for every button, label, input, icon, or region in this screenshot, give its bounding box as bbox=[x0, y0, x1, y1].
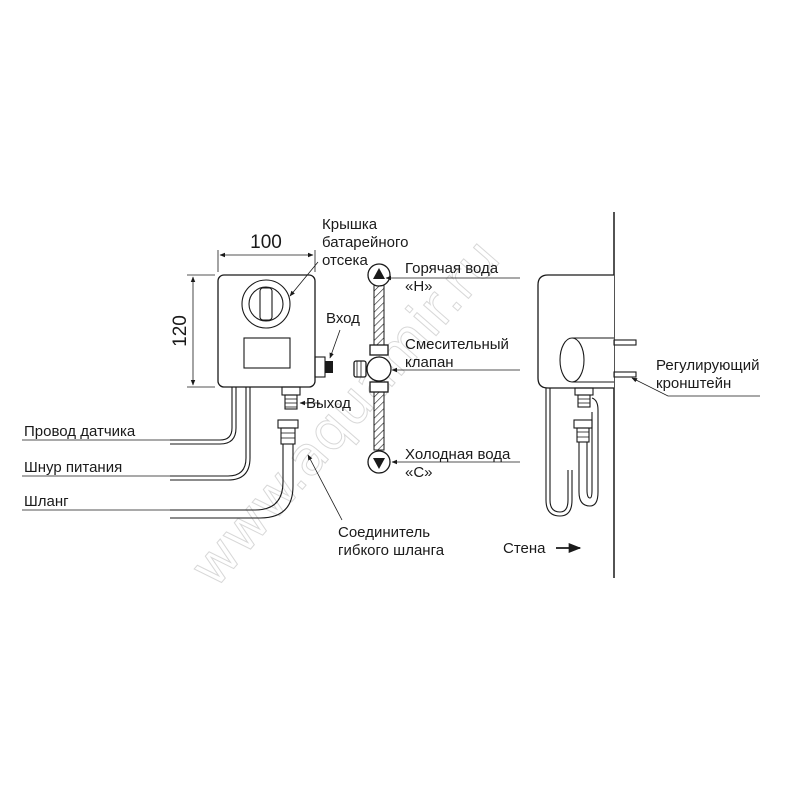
label-power-cord: Шнур питания bbox=[24, 459, 122, 476]
label-outlet: Выход bbox=[306, 395, 351, 412]
dimension-height: 120 bbox=[170, 274, 215, 388]
labels: Крышка батарейного отсека Вход Выход Гор… bbox=[24, 216, 759, 559]
label-hose: Шланг bbox=[24, 493, 69, 510]
label-bracket-2: кронштейн bbox=[656, 375, 731, 392]
flexible-hose bbox=[170, 419, 299, 519]
label-mixing-valve-1: Смесительный bbox=[405, 336, 509, 353]
label-hose-connector-1: Соединитель bbox=[338, 524, 430, 541]
dimension-width-value: 100 bbox=[250, 232, 282, 253]
label-wall: Стена bbox=[503, 540, 546, 557]
leader-lines bbox=[22, 261, 760, 554]
controller-side-view bbox=[537, 212, 637, 578]
label-battery-cover-2: батарейного bbox=[322, 234, 408, 251]
mixing-valve-assembly bbox=[353, 263, 392, 474]
label-hose-connector-2: гибкого шланга bbox=[338, 542, 445, 559]
controller-front-view bbox=[170, 274, 333, 481]
label-inlet: Вход bbox=[326, 310, 360, 327]
label-bracket-1: Регулирующий bbox=[656, 357, 759, 374]
label-battery-cover-1: Крышка bbox=[322, 216, 378, 233]
label-cold-water-1: Холодная вода bbox=[405, 446, 511, 463]
label-sensor-wire: Провод датчика bbox=[24, 423, 136, 440]
label-mixing-valve-2: клапан bbox=[405, 354, 454, 371]
label-battery-cover-3: отсека bbox=[322, 252, 368, 269]
dimension-height-value: 120 bbox=[170, 315, 191, 347]
label-cold-water-2: «C» bbox=[405, 464, 433, 481]
label-hot-water-1: Горячая вода bbox=[405, 260, 499, 277]
dimension-width: 100 bbox=[217, 232, 316, 272]
label-hot-water-2: «H» bbox=[405, 278, 433, 295]
